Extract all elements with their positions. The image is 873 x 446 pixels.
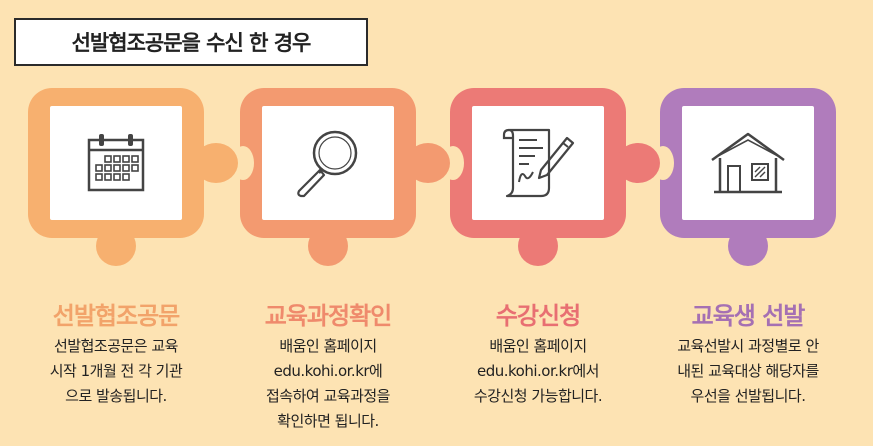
magnifier-icon: [297, 130, 358, 198]
step-2-description: 배움인 홈페이지 edu.kohi.or.kr에 접속하여 교육과정을 확인하면…: [223, 334, 433, 434]
description-line: 확인하면 됩니다.: [277, 412, 379, 430]
description-line: 수강신청 가능합니다.: [473, 387, 603, 405]
step-2-title: 교육과정확인: [264, 302, 392, 330]
description-line: 접속하여 교육과정을: [266, 387, 390, 405]
step-2-card: [232, 88, 450, 274]
step-1-title: 선발협조공문: [52, 302, 180, 330]
description-line: edu.kohi.or.kr에: [273, 362, 383, 380]
step-2-icon-panel: [262, 106, 394, 220]
description-line: 배움인 홈페이지: [279, 337, 377, 355]
description-line: 교육선발시 과정별로 안: [677, 337, 819, 355]
description-line: edu.kohi.or.kr에서: [477, 362, 600, 380]
house-icon: [711, 132, 785, 194]
puzzle-notch: [232, 146, 254, 180]
step-1-card: [28, 88, 238, 274]
step-4-title: 교육생 선발: [691, 302, 806, 330]
puzzle-knob: [406, 143, 450, 183]
description-line: 우선을 선발됩니다.: [690, 387, 806, 405]
puzzle-knob: [194, 143, 238, 183]
step-4-description: 교육선발시 과정별로 안 내된 교육대상 해당자를 우선을 선발됩니다.: [643, 334, 853, 409]
header-title-box: 선발협조공문을 수신 한 경우: [14, 18, 368, 66]
description-line: 선발협조공문은 교육: [54, 337, 178, 355]
step-4-card: [652, 88, 836, 274]
calendar-icon: [87, 134, 145, 192]
step-3-description: 배움인 홈페이지 edu.kohi.or.kr에서 수강신청 가능합니다.: [433, 334, 643, 409]
step-1-icon-panel: [50, 106, 182, 220]
step-3-title: 수강신청: [495, 302, 581, 330]
description-line: 배움인 홈페이지: [489, 337, 587, 355]
description-line: 시작 1개월 전 각 기관: [49, 362, 183, 380]
step-3-icon-panel: [472, 106, 604, 220]
description-line: 내된 교육대상 해당자를: [677, 362, 819, 380]
puzzle-knob: [616, 143, 660, 183]
step-3-card: [442, 88, 660, 274]
description-line: 으로 발송됩니다.: [65, 387, 167, 405]
document-pen-icon: [502, 128, 575, 198]
step-1-description: 선발협조공문은 교육 시작 1개월 전 각 기관 으로 발송됩니다.: [11, 334, 221, 409]
step-4-icon-panel: [682, 106, 814, 220]
page-title: 선발협조공문을 수신 한 경우: [71, 31, 312, 55]
